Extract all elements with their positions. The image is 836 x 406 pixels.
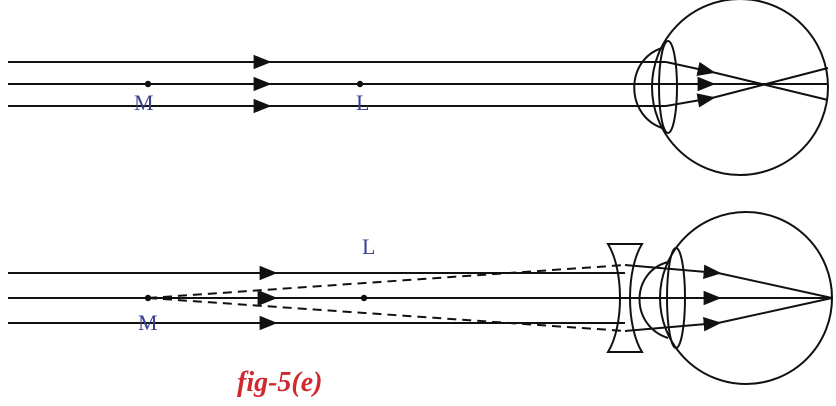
figure-caption: fig-5(e) [237, 367, 323, 398]
top-eyeball [651, 0, 829, 176]
top-panel [8, 0, 829, 176]
bottom-point-l [360, 294, 368, 302]
bottom-refracted-3b [717, 297, 833, 324]
top-point-l [356, 80, 364, 88]
top-refracted-1 [665, 61, 716, 76]
top-label-l: L [356, 90, 370, 115]
bottom-refracted-3 [624, 317, 722, 332]
bottom-label-l: L [362, 234, 376, 259]
bottom-refracted-1 [624, 264, 722, 279]
concave-lens [606, 243, 644, 353]
top-point-m [144, 80, 152, 88]
bottom-panel [8, 211, 833, 385]
top-refracted-3 [665, 93, 716, 108]
top-refracted-3b [711, 67, 829, 99]
top-cornea [633, 47, 663, 129]
bottom-point-m [144, 294, 152, 302]
top-refracted-1b [711, 71, 829, 101]
bottom-refracted-1b [717, 272, 833, 299]
bottom-label-m: M [138, 310, 158, 335]
top-eye-lens [658, 40, 678, 134]
virtual-ray-upper [147, 264, 626, 299]
top-label-m: M [134, 90, 154, 115]
virtual-ray-lower [147, 297, 626, 332]
